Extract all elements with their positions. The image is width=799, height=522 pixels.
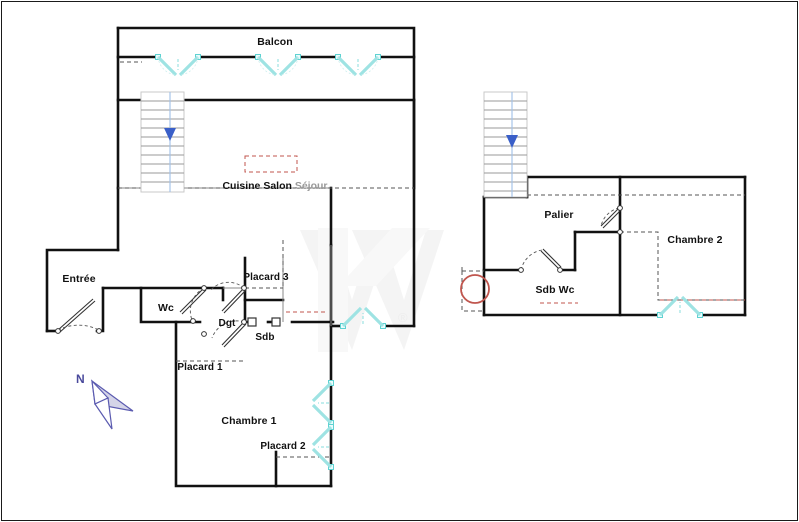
- room-label-sdb: Sdb: [255, 332, 275, 343]
- room-label-balcon: Balcon: [257, 36, 293, 48]
- room-label-palier: Palier: [544, 209, 574, 221]
- left-unit-doors: [55, 281, 281, 348]
- room-label-cuisine-salon-sejour: Cuisine Salon Séjour: [222, 180, 327, 192]
- room-label-entree: Entrée: [62, 273, 96, 285]
- svg-text:®: ®: [398, 310, 408, 325]
- room-label-sdb-wc: Sdb Wc: [535, 284, 575, 296]
- label-sejour: Séjour: [294, 180, 328, 192]
- stair-left: [140, 91, 185, 193]
- compass-label-north: N: [76, 372, 85, 386]
- right-unit-dashed: [461, 194, 745, 312]
- right-unit-doors: [460, 205, 623, 304]
- room-label-wc: Wc: [158, 302, 174, 314]
- room-label-placard-1: Placard 1: [177, 362, 223, 373]
- room-label-chambre-1: Chambre 1: [221, 415, 277, 427]
- door-palier: [600, 205, 623, 235]
- room-label-placard-2: Placard 2: [260, 441, 306, 452]
- door-sdbwc: [518, 248, 563, 273]
- label-cuisine-salon: Cuisine Salon: [222, 180, 295, 192]
- water-heater-icon: [460, 274, 490, 304]
- stair-right: [483, 91, 528, 198]
- compass-icon: [91, 379, 134, 430]
- room-label-placard-3: Placard 3: [243, 272, 289, 283]
- room-label-chambre-2: Chambre 2: [667, 234, 723, 246]
- room-label-dgt: Dgt: [218, 318, 236, 329]
